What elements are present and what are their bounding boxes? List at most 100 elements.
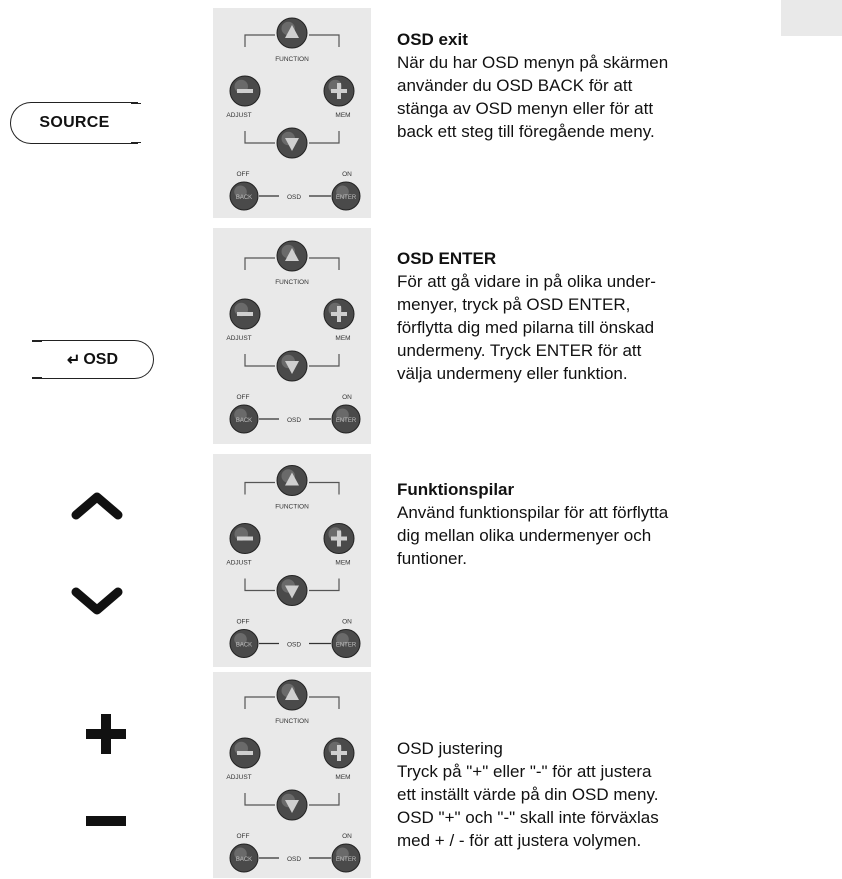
on-label: ON	[342, 394, 352, 401]
off-label: OFF	[237, 833, 250, 840]
source-key-label: SOURCE	[39, 114, 110, 131]
section-line: Använd funktionspilar för att förflytta	[397, 503, 669, 522]
enter-button	[331, 404, 361, 434]
back-button	[229, 629, 259, 658]
minus-icon	[237, 89, 253, 93]
triangle-down-icon	[285, 138, 299, 151]
enter-button-label: ENTER	[336, 857, 357, 863]
adjust-minus-button	[229, 298, 261, 330]
section-title: Funktionspilar	[397, 480, 515, 499]
triangle-down-icon	[285, 800, 299, 813]
back-button	[229, 181, 259, 211]
enter-button-label: ENTER	[336, 418, 357, 424]
mem-label: MEM	[335, 335, 350, 342]
on-label: ON	[342, 619, 352, 626]
off-label: OFF	[237, 619, 250, 626]
enter-button	[331, 629, 361, 658]
triangle-up-icon	[285, 687, 299, 700]
section-line: För att gå vidare in på olika under-	[397, 272, 656, 291]
section-line: med + / - för att justera volymen.	[397, 831, 642, 850]
plus-icon	[337, 306, 341, 322]
section-osd-adjust: OSD justering Tryck på "+" eller "-" för…	[397, 737, 837, 852]
section-line: När du har OSD menyn på skärmen	[397, 53, 669, 72]
mem-label: MEM	[335, 560, 350, 567]
section-line: Tryck på "+" eller "-" för att justera	[397, 762, 652, 781]
osd-label: OSD	[287, 417, 301, 424]
source-key: SOURCE	[10, 102, 141, 144]
section-osd-enter: OSD ENTER För att gå vidare in på olika …	[397, 247, 837, 385]
mem-plus-button	[323, 737, 355, 769]
section-line: undermeny. Tryck ENTER för att	[397, 341, 642, 360]
section-line: back ett steg till föregående meny.	[397, 122, 655, 141]
section-title: OSD ENTER	[397, 249, 497, 268]
adjust-label: ADJUST	[226, 335, 251, 342]
minus-icon	[86, 816, 126, 826]
mem-label: MEM	[335, 112, 350, 119]
function-label: FUNCTION	[275, 279, 309, 286]
function-label: FUNCTION	[275, 718, 309, 725]
plus-icon	[86, 714, 126, 754]
section-line: använder du OSD BACK för att	[397, 76, 633, 95]
adjust-minus-button	[229, 75, 261, 107]
section-line: välja undermeny eller funktion.	[397, 364, 628, 383]
minus-icon	[237, 536, 253, 541]
back-button	[229, 843, 259, 873]
enter-button-label: ENTER	[336, 643, 357, 649]
enter-button-label: ENTER	[336, 195, 357, 201]
section-line: stänga av OSD menyn eller för att	[397, 99, 654, 118]
on-label: ON	[342, 833, 352, 840]
mem-plus-button	[323, 523, 355, 554]
section-line: menyer, tryck på OSD ENTER,	[397, 295, 631, 314]
section-line: OSD "+" och "-" skall inte förväxlas	[397, 808, 659, 827]
down-arrow-button	[276, 575, 308, 606]
chevron-down-icon	[71, 587, 123, 615]
corner-box	[781, 0, 842, 36]
minus-icon	[237, 312, 253, 316]
minus-icon	[237, 751, 253, 755]
triangle-up-icon	[285, 25, 299, 38]
back-button-label: BACK	[236, 643, 252, 649]
osd-label: OSD	[287, 642, 301, 649]
plus-icon	[337, 83, 341, 99]
section-line: ett inställt värde på din OSD meny.	[397, 785, 659, 804]
osd-label: OSD	[287, 194, 301, 201]
adjust-minus-button	[229, 737, 261, 769]
section-function-arrows: Funktionspilar Använd funktionspilar för…	[397, 478, 837, 570]
off-label: OFF	[237, 394, 250, 401]
down-arrow-button	[276, 127, 308, 159]
up-arrow-button	[276, 240, 308, 272]
section-title: OSD justering	[397, 739, 503, 758]
chevron-up-icon	[71, 492, 123, 520]
on-label: ON	[342, 171, 352, 178]
triangle-up-icon	[285, 472, 299, 486]
section-line: funtioner.	[397, 549, 467, 568]
section-osd-exit: OSD exit När du har OSD menyn på skärmen…	[397, 28, 837, 143]
mem-plus-button	[323, 75, 355, 107]
triangle-down-icon	[285, 361, 299, 374]
back-button-label: BACK	[236, 418, 252, 424]
section-line: förflytta dig med pilarna till önskad	[397, 318, 655, 337]
up-arrow-button	[276, 679, 308, 711]
enter-button	[331, 181, 361, 211]
down-arrow-button	[276, 789, 308, 821]
plus-icon	[337, 745, 341, 761]
back-button	[229, 404, 259, 434]
adjust-minus-button	[229, 523, 261, 554]
enter-arrow-icon: ↵	[66, 351, 81, 369]
section-line: dig mellan olika undermenyer och	[397, 526, 652, 545]
up-arrow-button	[276, 465, 308, 496]
down-arrow-button	[276, 350, 308, 382]
function-label: FUNCTION	[275, 56, 309, 63]
enter-button	[331, 843, 361, 873]
section-title: OSD exit	[397, 30, 468, 49]
off-label: OFF	[237, 171, 250, 178]
triangle-down-icon	[285, 585, 299, 599]
triangle-up-icon	[285, 248, 299, 261]
adjust-label: ADJUST	[226, 560, 251, 567]
mem-label: MEM	[335, 774, 350, 781]
remote-panel: FUNCTION ADJUST MEM OFF ON BACK ENTER OSD	[213, 228, 371, 444]
osd-key: ↵ OSD	[32, 340, 154, 379]
